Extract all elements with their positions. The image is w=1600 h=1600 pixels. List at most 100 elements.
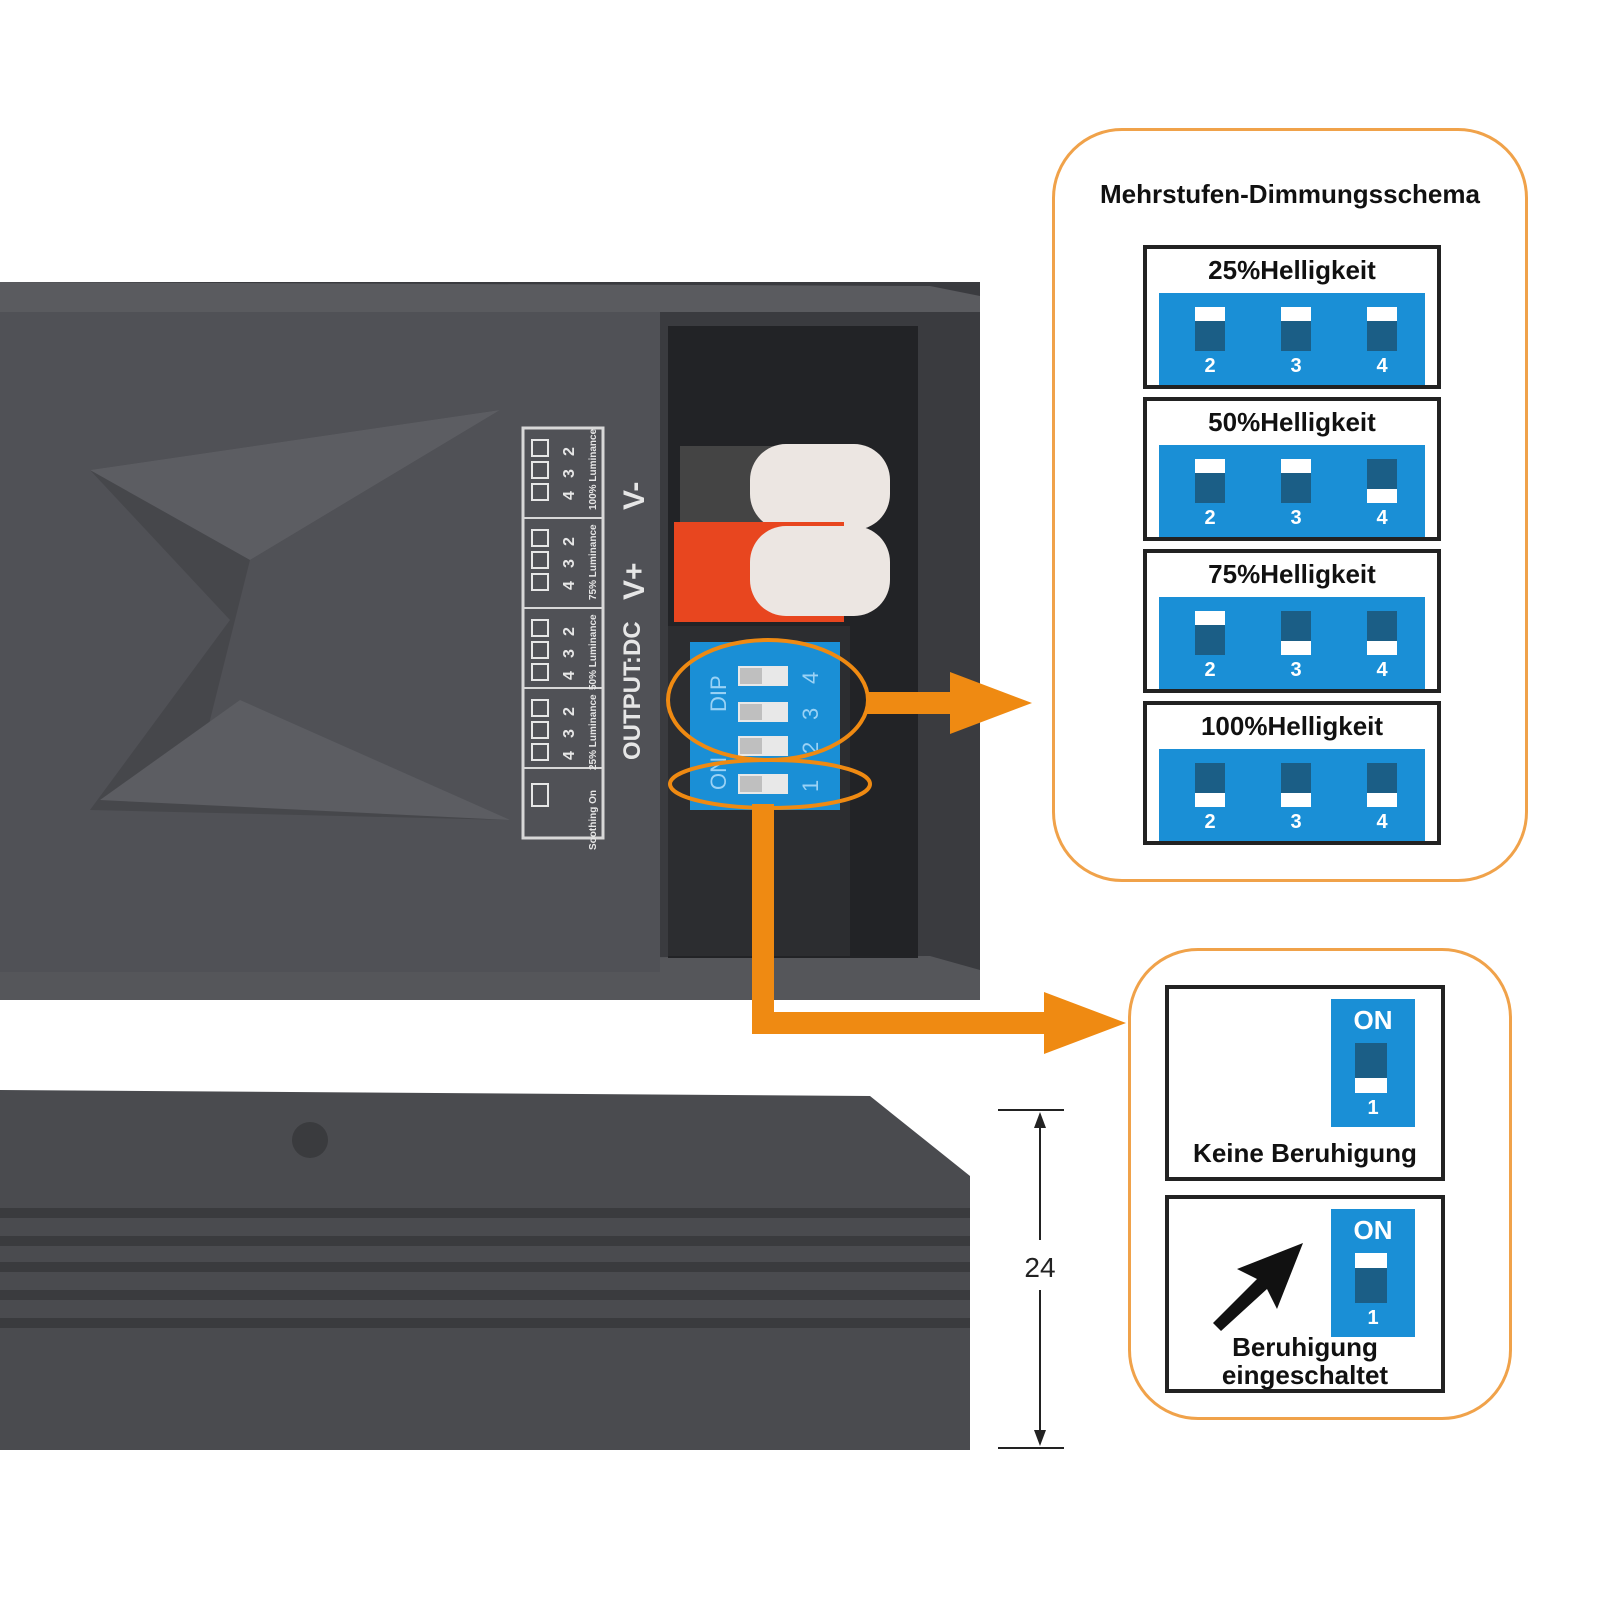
dimming-scheme-panel: Mehrstufen-Dimmungsschema 25%Helligkeit … <box>1052 128 1528 882</box>
switch-knob <box>1281 641 1311 655</box>
switch-knob <box>1195 611 1225 625</box>
silkscreen-switch-number: 4 <box>561 751 578 760</box>
callout-arrows <box>752 672 1126 1054</box>
switch-number: 3 <box>1290 355 1302 377</box>
switch-knob <box>1281 459 1311 473</box>
switch-knob <box>1355 1253 1387 1268</box>
dip-switch-3 <box>1281 307 1311 351</box>
switch-1-on <box>1355 1253 1387 1303</box>
housing-cover <box>0 312 660 972</box>
silkscreen-vplus-label: V+ <box>618 562 651 600</box>
silkscreen-switch-number: 2 <box>561 537 578 546</box>
silkscreen-switch-number: 2 <box>561 707 578 716</box>
calming-on-caption-line1: Beruhigung <box>1232 1332 1378 1362</box>
calming-on-caption-line2: eingeschaltet <box>1221 1360 1389 1390</box>
switch-number: 4 <box>1376 507 1388 529</box>
switch-knob <box>1281 307 1311 321</box>
silkscreen-switch-glyph <box>531 699 549 717</box>
level-dip-strip: 2 3 4 <box>1159 445 1425 537</box>
switch-number: 3 <box>1290 811 1302 833</box>
mounting-hole <box>292 1122 328 1158</box>
silkscreen-switch-glyph <box>531 461 549 479</box>
silkscreen-output-label: OUTPUT:DC <box>619 621 646 760</box>
device-top-view: Soothing On 25% Luminance 2 3 4 50% Luminance… <box>0 282 980 1000</box>
switch-knob <box>1195 793 1225 807</box>
switch-number: 2 <box>1204 507 1216 529</box>
silkscreen-cells: Soothing On 25% Luminance 2 3 4 50% Luminance… <box>523 427 603 850</box>
dip-switch-2 <box>1195 459 1225 503</box>
dip-number: 3 <box>798 708 823 720</box>
silkscreen-switch-number: 4 <box>561 491 578 500</box>
on-label: ON <box>1353 1005 1393 1035</box>
level-label: 75%Helligkeit <box>1208 559 1376 589</box>
silkscreen-vminus-label: V- <box>618 482 651 510</box>
switch-number: 3 <box>1290 507 1302 529</box>
switch-knob <box>1195 459 1225 473</box>
dip-number: 1 <box>798 780 823 792</box>
dip-switch-2 <box>1195 611 1225 655</box>
dip-knob <box>740 776 762 792</box>
dip-switch-3 <box>1281 459 1311 503</box>
terminal-lever-bottom <box>750 526 890 616</box>
silkscreen-switch-number: 3 <box>561 729 578 738</box>
silkscreen-switch-number: 4 <box>561 671 578 680</box>
device-side-view <box>0 1090 970 1450</box>
switch-number: 4 <box>1376 355 1388 377</box>
silkscreen-switch-glyph <box>531 551 549 569</box>
level-dip-strip: 2 3 4 <box>1159 293 1425 385</box>
dip-knob <box>740 704 762 720</box>
dip-switch-2 <box>1195 307 1225 351</box>
dip-block-label: DIP <box>706 675 731 712</box>
dip-switch-3 <box>1281 611 1311 655</box>
silkscreen-switch-number: 4 <box>561 581 578 590</box>
dip-switch-4 <box>1367 763 1397 807</box>
silkscreen-switch-glyph <box>531 529 549 547</box>
silkscreen-luminance-label: 25% Luminance <box>588 694 599 770</box>
switch-number: 4 <box>1376 811 1388 833</box>
dip-switch-2 <box>1195 763 1225 807</box>
dip-switch-4 <box>1367 459 1397 503</box>
silkscreen-switch-number: 2 <box>561 447 578 456</box>
switch-knob <box>1195 307 1225 321</box>
silkscreen-switch-glyph <box>531 743 549 761</box>
dip-switch-4 <box>1367 307 1397 351</box>
dip-switch-4 <box>1367 611 1397 655</box>
level-label: 100%Helligkeit <box>1200 711 1384 741</box>
switch-knob <box>1281 793 1311 807</box>
switch-number: 2 <box>1204 355 1216 377</box>
switch-number: 4 <box>1376 659 1388 681</box>
on-switch-strip: ON 1 <box>1331 999 1415 1127</box>
silkscreen-luminance-label: 100% Luminance <box>588 428 599 510</box>
switch-number: 3 <box>1290 659 1302 681</box>
switch-knob <box>1367 307 1397 321</box>
arrow-up-right-icon <box>1213 1243 1303 1331</box>
arrow-calming-shaft-vertical <box>752 804 774 1034</box>
switch-1-off <box>1355 1043 1387 1093</box>
switch-number: 1 <box>1367 1307 1379 1329</box>
calming-off-box: ON 1 Keine Beruhigung <box>1165 985 1445 1181</box>
silkscreen-switch-glyph <box>531 573 549 591</box>
switch-knob <box>1355 1078 1387 1093</box>
silkscreen-switch-glyph <box>531 663 549 681</box>
silkscreen-switch-glyph <box>531 783 549 807</box>
silkscreen-luminance-label: Soothing On <box>588 790 599 850</box>
switch-knob <box>1367 641 1397 655</box>
dimension-line <box>998 1109 1064 1449</box>
arrow-calming-head <box>1044 992 1126 1054</box>
silkscreen-switch-number: 3 <box>561 649 578 658</box>
dip-knob <box>740 668 762 684</box>
on-switch-strip: ON 1 <box>1331 1209 1415 1337</box>
arrow-calming-shaft-horizontal <box>752 1012 1062 1034</box>
dip-knob <box>740 738 762 754</box>
silkscreen-luminance-label: 50% Luminance <box>588 614 599 690</box>
silkscreen-switch-glyph <box>531 483 549 501</box>
silkscreen-switch-glyph <box>531 721 549 739</box>
silkscreen-switch-glyph <box>531 641 549 659</box>
